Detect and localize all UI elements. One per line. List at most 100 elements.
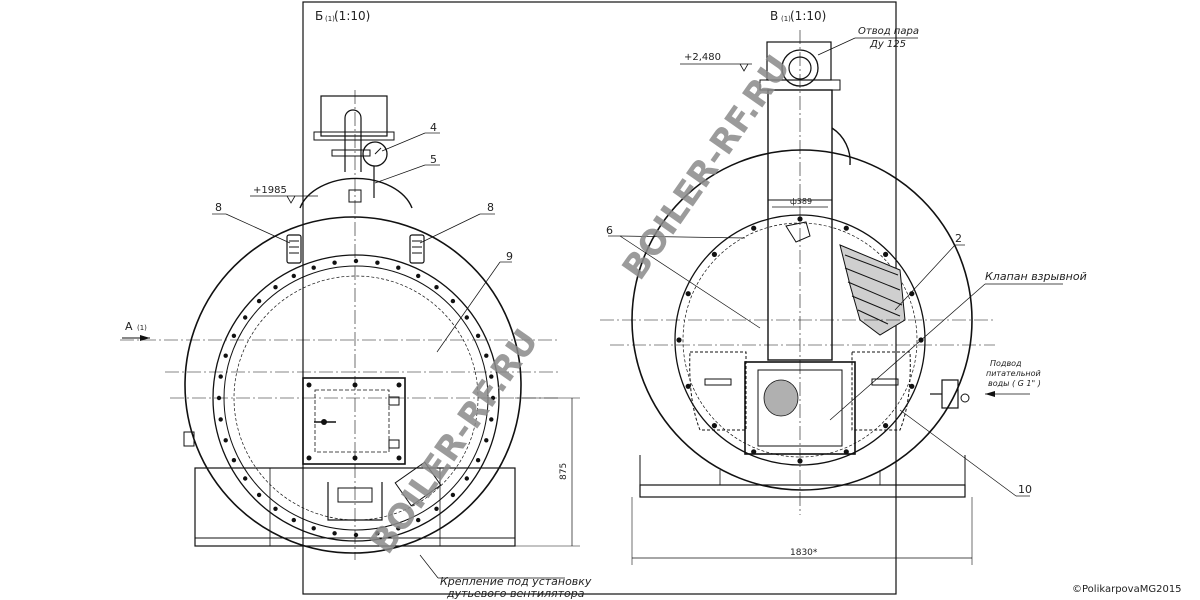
feed-water-label-1: Подвод <box>990 359 1022 368</box>
view-a-arrow-icon <box>140 335 150 341</box>
steam-outlet-label-2: Ду 125 <box>869 39 906 50</box>
steam-outlet-label-1: Отвод пара <box>858 26 919 37</box>
flange-bolt <box>256 492 262 498</box>
left-boiler-shell <box>184 216 522 554</box>
svg-text:(1): (1) <box>781 15 791 23</box>
callout-2: 2 <box>955 232 962 245</box>
svg-text:(1): (1) <box>137 324 147 332</box>
callout-8-left: 8 <box>215 201 222 214</box>
right-door-bolts <box>676 216 924 464</box>
flange-bolt <box>375 531 380 536</box>
left-valve-bracket <box>331 149 371 157</box>
flange-bolt <box>751 449 757 455</box>
flange-bolt <box>353 532 359 538</box>
flange-bolt <box>291 517 296 523</box>
flange-bolt <box>218 417 223 422</box>
flange-bolt <box>416 273 421 279</box>
flange-bolt <box>223 438 228 443</box>
flange-bolt <box>711 423 718 429</box>
flange-bolt <box>464 476 469 481</box>
view-v-scale: (1:10) <box>790 9 826 23</box>
right-inspection-panel <box>851 351 911 431</box>
flange-bolt <box>489 417 494 422</box>
left-chimney <box>320 95 388 137</box>
height-dimension: 875 <box>559 463 569 480</box>
callout-8-right: 8 <box>487 201 494 214</box>
burner-door <box>302 377 406 465</box>
flange-bolt <box>475 458 481 463</box>
fan-bracket <box>394 461 442 507</box>
flange-bolt <box>450 298 456 304</box>
pressure-gauge-icon <box>362 141 388 167</box>
flange-bolt <box>218 374 223 379</box>
flange-bolt <box>256 298 262 304</box>
explosion-valve-label: Клапан взрывной <box>985 270 1087 283</box>
flange-bolt <box>843 225 849 231</box>
flange-bolt <box>396 526 401 531</box>
flange-bolt <box>231 458 237 463</box>
flange-bolt <box>484 353 489 358</box>
flange-bolt <box>416 517 421 523</box>
flange-bolt <box>843 449 849 455</box>
flange-bolt <box>751 225 757 231</box>
duct-opening <box>785 221 811 243</box>
feed-water-arrow-icon <box>985 391 995 397</box>
flange-bolt <box>332 260 337 265</box>
callout-5: 5 <box>430 153 437 166</box>
flange-bolt <box>909 291 915 297</box>
view-v-title: В <box>770 9 778 23</box>
flange-bolt <box>464 315 469 320</box>
left-steam-dome <box>299 177 413 209</box>
flange-bolt <box>484 438 489 443</box>
flange-bolt <box>353 258 359 264</box>
callout-6: 6 <box>606 224 613 237</box>
svg-text:(1): (1) <box>325 15 335 23</box>
flange-bolt <box>223 353 228 358</box>
copyright: ©PolikarpovaMG2015 <box>1072 584 1182 595</box>
left-pipe <box>344 109 362 172</box>
view-b-title: Б <box>315 9 323 23</box>
left-chimney-flange <box>313 131 395 141</box>
feed-water-label-2: питательной <box>986 369 1041 378</box>
flange-bolt <box>243 476 248 481</box>
flange-bolt <box>685 383 691 389</box>
left-flange-bolts <box>216 258 496 538</box>
flange-bolt <box>291 273 296 279</box>
explosion-valve <box>839 244 906 336</box>
flange-bolt <box>475 333 481 338</box>
view-b-scale: (1:10) <box>334 9 370 23</box>
flange-bolt <box>231 333 237 338</box>
flange-bolt <box>311 265 316 270</box>
flange-bolt <box>311 526 316 531</box>
flange-bolt <box>375 260 380 265</box>
width-dimension: 1830* <box>790 548 818 558</box>
flange-bolt <box>489 374 494 379</box>
right-sight-glass <box>409 234 425 264</box>
flange-bolt <box>273 285 278 290</box>
burner-door-inner <box>314 389 390 453</box>
view-a-label: А <box>125 320 133 333</box>
callout-9: 9 <box>506 250 513 263</box>
flange-bolt <box>685 291 691 297</box>
elevation-left: +1985 <box>253 185 287 196</box>
flange-bolt <box>450 492 456 498</box>
front-view-b: 875 +1985 А (1) 4 5 8 8 9 Крепление под … <box>120 9 592 600</box>
elevation-right: +2,480 <box>684 52 721 63</box>
flange-bolt <box>434 506 439 511</box>
flange-bolt <box>883 251 889 257</box>
flange-bolt <box>434 285 439 290</box>
flange-bolt <box>273 506 278 511</box>
flange-bolt <box>332 531 337 536</box>
flange-bolt <box>490 395 496 401</box>
flange-bolt <box>396 265 401 270</box>
fan-mount-label-2: дутьевого вентилятора <box>446 587 585 600</box>
rear-view-v: ф389 1830* +2,480 Отвод <box>600 9 1087 565</box>
flange-bolt <box>711 251 718 257</box>
watermark-left: BOILER-RF.RU <box>363 322 547 561</box>
flange-bolt <box>883 423 889 429</box>
fan-mount-label-1: Крепление под установку <box>440 575 592 588</box>
left-inspection-panel <box>689 351 747 431</box>
flange-bolt <box>243 315 248 320</box>
